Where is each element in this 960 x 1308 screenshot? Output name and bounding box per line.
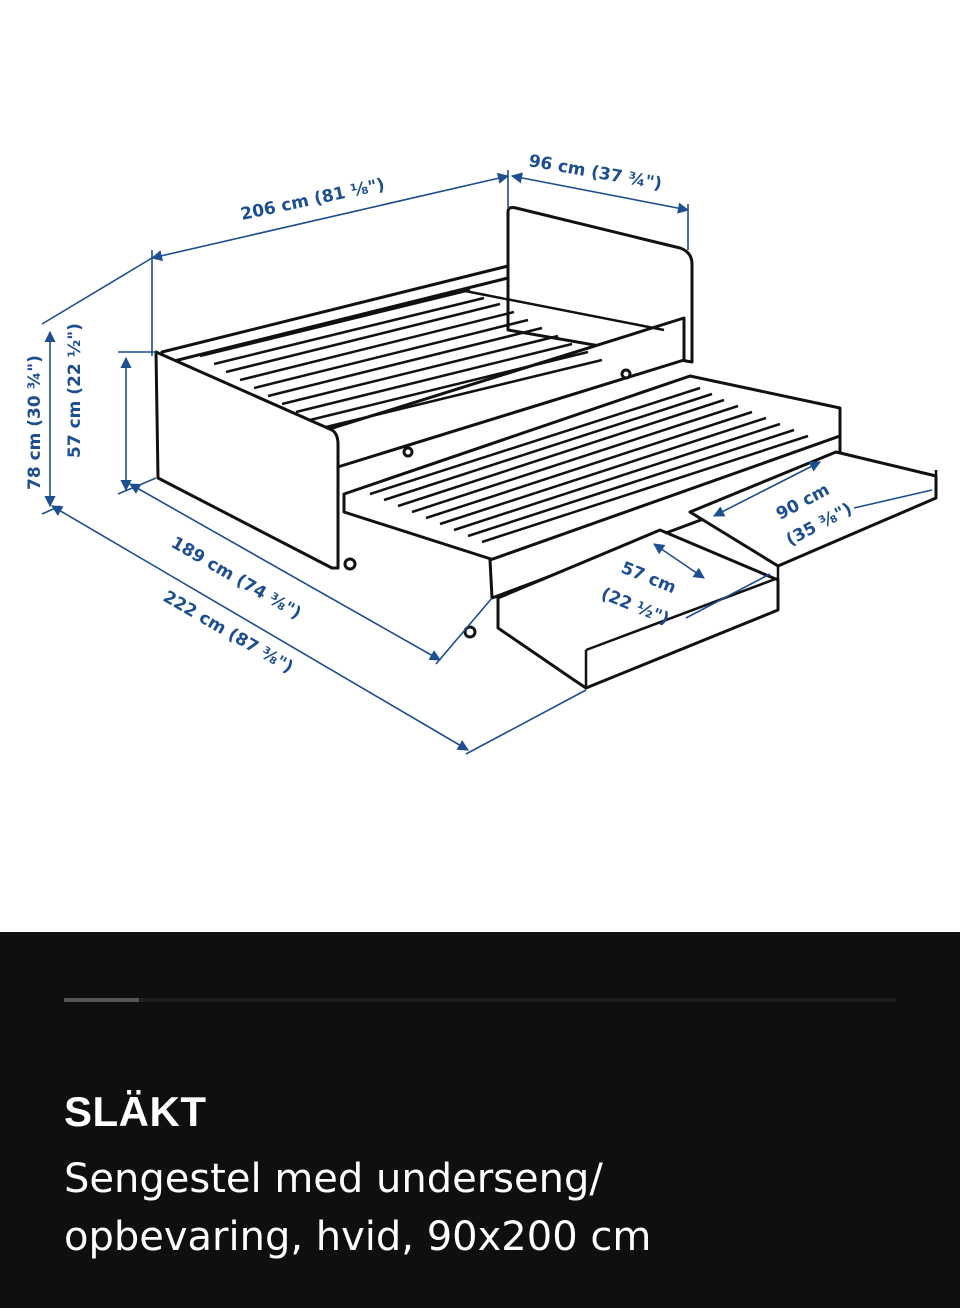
- product-description-line: opbevaring, hvid, 90x200 cm: [64, 1214, 652, 1260]
- frame-hole: [402, 446, 414, 458]
- dimension-label-depth: 96 cm (37 ¾"): [527, 151, 663, 194]
- dimension-label-total-height: 78 cm (30 ¾"): [25, 355, 45, 490]
- product-info-panel: [0, 932, 960, 1308]
- caster: [343, 557, 357, 571]
- product-dimension-image[interactable]: 206 cm (81 ⅛") 96 cm (37 ¾") 78 cm (30 ¾…: [0, 0, 960, 932]
- storage-drawer-left: [496, 528, 780, 690]
- product-description-line: Sengestel med underseng/: [64, 1156, 603, 1202]
- carousel-progress-indicator: [64, 998, 139, 1002]
- dimension-label-width: 206 cm (81 ⅛"): [239, 175, 387, 225]
- frame-hole: [620, 368, 632, 380]
- carousel-progress-track[interactable]: [64, 998, 896, 1002]
- dimension-diagram: 206 cm (81 ⅛") 96 cm (37 ¾") 78 cm (30 ¾…: [25, 151, 938, 755]
- product-name: SLÄKT: [64, 1088, 207, 1135]
- back-headboard: [506, 206, 694, 364]
- main-bed-slats: [199, 288, 665, 430]
- daybed-illustration: [154, 206, 938, 690]
- dimension-label-side-height: 57 cm (22 ½"): [65, 323, 85, 458]
- product-description: Sengestel med underseng/ opbevaring, hvi…: [64, 1150, 884, 1266]
- dimension-lines: [41, 170, 933, 755]
